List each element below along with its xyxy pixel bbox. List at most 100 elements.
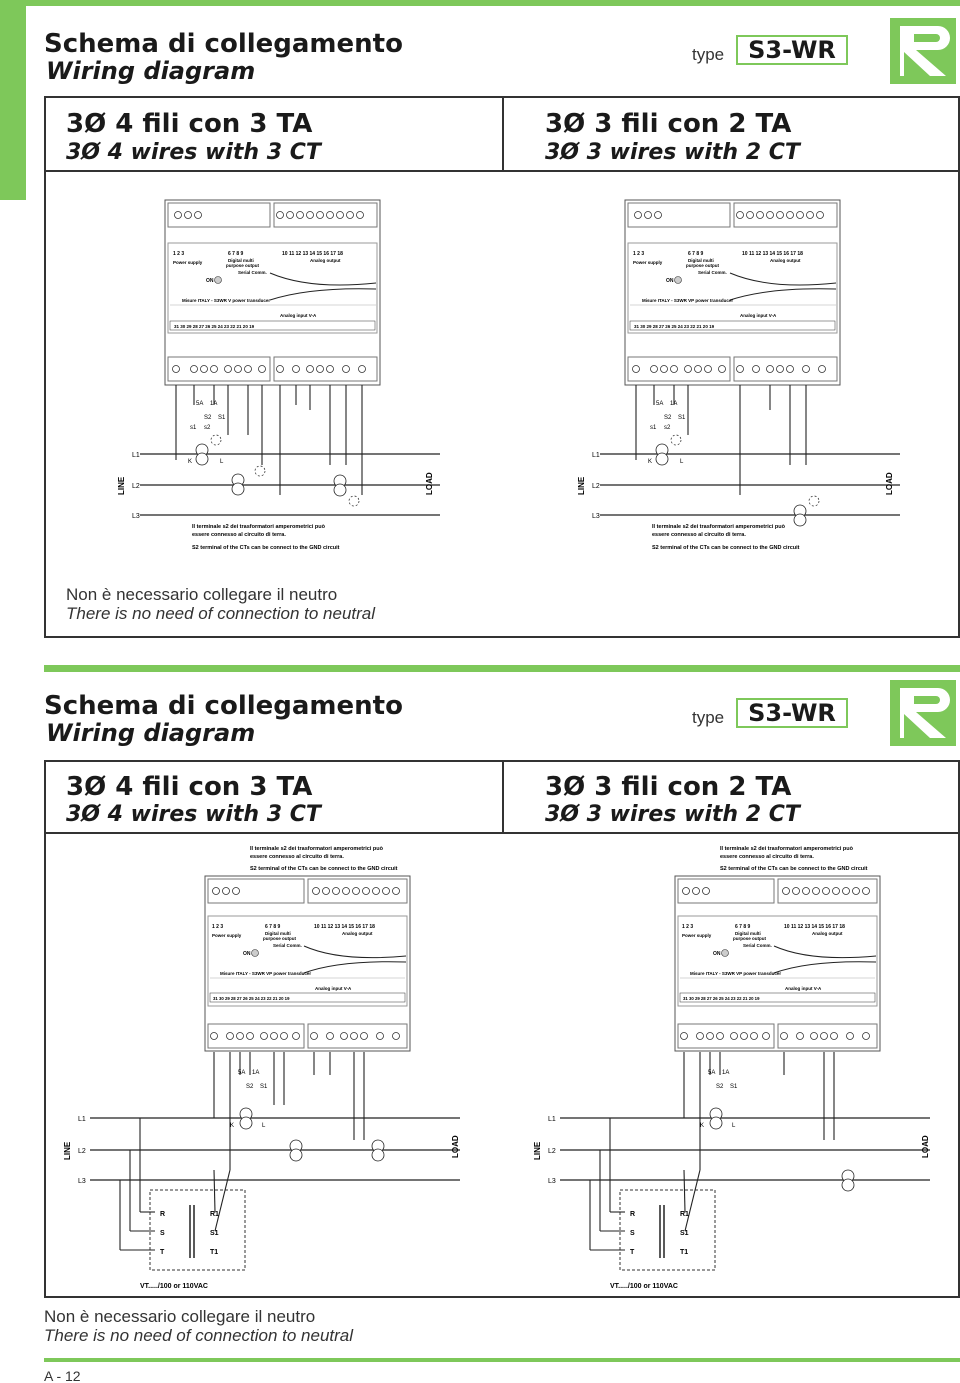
section1-left-heading: 3Ø 4 fili con 3 TA [66, 109, 313, 139]
dev3-l3: L3 [78, 1178, 86, 1185]
dev3-gnd-it-1: Il terminale s2 dei trasformatori ampero… [250, 846, 384, 852]
dev1-top-num-c: 10 11 12 13 14 15 16 17 18 [282, 251, 343, 257]
dev4-vt-r: R [630, 1211, 635, 1218]
dev4-gnd-it-1: Il terminale s2 dei trasformatori ampero… [720, 846, 854, 852]
dev4-l3: L3 [548, 1178, 556, 1185]
dev4-k: K [700, 1123, 704, 1129]
dev1-l2: L2 [132, 483, 140, 490]
dev4-vt-t1: T1 [680, 1249, 688, 1256]
dev4-l2: L2 [548, 1148, 556, 1155]
dev2-ct-s2: S2 [664, 415, 672, 421]
diagram-4wire-3ct-vt: Il terminale s2 dei trasformatori ampero… [63, 846, 460, 1290]
dev4-vt-t: T [630, 1249, 635, 1256]
dev2-load-label: LOAD [885, 472, 894, 495]
dev3-bottom-numbers: 31 30 29 28 27 26 25 24 23 22 21 20 19 [213, 996, 290, 1001]
dev1-gnd-it-2: essere connesso al circuito di terra. [192, 532, 286, 538]
dev2-l3: L3 [592, 513, 600, 520]
dev3-l2: L2 [78, 1148, 86, 1155]
section1-type-label: type [692, 45, 725, 64]
section2-column-divider [502, 760, 504, 833]
section1-note-it: Non è necessario collegare il neutro [66, 585, 338, 604]
dev2-top-num-a: 1 2 3 [633, 251, 644, 257]
dev3-digital-1: Digital multi [265, 931, 291, 936]
dev3-brand: Misure ITALY - S3WR VP power transducer [220, 971, 311, 976]
dev4-l1: L1 [548, 1116, 556, 1123]
dev1-ct-5a: 5A [196, 401, 203, 407]
dev3-top-num-b: 6 7 8 9 [265, 924, 281, 930]
dev2-ct-s1: S1 [678, 415, 686, 421]
dev1-l3: L3 [132, 513, 140, 520]
dev4-vt-s: S [630, 1230, 635, 1237]
section2-title-it: Schema di collegamento [44, 691, 403, 721]
dev1-l: L [220, 459, 224, 465]
dev3-vt-s: S [160, 1230, 165, 1237]
dev1-ct-lower-s2: s2 [204, 425, 211, 431]
dev3-l1: L1 [78, 1116, 86, 1123]
dev4-line-label: LINE [533, 1141, 542, 1160]
dev3-vt-s1: S1 [210, 1230, 219, 1237]
dev4-ct-5a: 5A [708, 1070, 715, 1076]
section2-right-subheading: 3Ø 3 wires with 2 CT [545, 802, 800, 827]
dev1-ct-lower-s1: s1 [190, 425, 197, 431]
dev3-ct-s1: S1 [260, 1084, 268, 1090]
dev1-ct-1a: 1A [210, 401, 217, 407]
dev3-top-num-c: 10 11 12 13 14 15 16 17 18 [314, 924, 375, 930]
dev2-power-supply: Power supply [633, 260, 663, 265]
dev2-gnd-en: S2 terminal of the CTs can be connect to… [652, 545, 800, 551]
dev2-k: K [648, 459, 652, 465]
dev1-analog-output: Analog output [310, 258, 341, 263]
dev4-top-num-b: 6 7 8 9 [735, 924, 751, 930]
dev2-ct-1a: 1A [670, 401, 677, 407]
dev2-digital-2: purpose output [686, 263, 719, 268]
dev2-ct-5a: 5A [656, 401, 663, 407]
section1-right-subheading: 3Ø 3 wires with 2 CT [545, 140, 800, 165]
diagram-3wire-2ct-vt: Il terminale s2 dei trasformatori ampero… [533, 846, 930, 1290]
dev1-analog-input: Analog input V-A [280, 313, 317, 318]
dev3-digital-2: purpose output [263, 936, 296, 941]
dev4-gnd-it-2: essere connesso al circuito di terra. [720, 854, 814, 860]
dev3-k: K [230, 1123, 234, 1129]
diagram-4wire-3ct: 1 2 3 6 7 8 9 10 11 12 13 14 15 16 17 18… [117, 199, 440, 551]
dev1-gnd-en: S2 terminal of the CTs can be connect to… [192, 545, 340, 551]
dev2-gnd-it-1: Il terminale s2 dei trasformatori ampero… [652, 524, 786, 530]
dev3-on: ON [243, 951, 251, 957]
dev4-analog-input: Analog input V-A [785, 986, 822, 991]
dev4-digital-2: purpose output [733, 936, 766, 941]
dev4-ct-s2: S2 [716, 1084, 724, 1090]
dev3-serial: Serial Comm. [273, 943, 302, 948]
dev2-on: ON [666, 278, 674, 284]
dev3-vt-r1: R1 [210, 1211, 219, 1218]
dev2-l2: L2 [592, 483, 600, 490]
dev2-gnd-it-2: essere connesso al circuito di terra. [652, 532, 746, 538]
dev4-brand: Misure ITALY - S3WR VP power transducer [690, 971, 781, 976]
dev4-serial: Serial Comm. [743, 943, 772, 948]
dev2-l: L [680, 459, 684, 465]
dev1-ct-s1: S1 [218, 415, 226, 421]
dev1-power-supply: Power supply [173, 260, 203, 265]
dev2-l1: L1 [592, 452, 600, 459]
dev4-digital-1: Digital multi [735, 931, 761, 936]
section1-model-box: S3-WR [736, 35, 848, 65]
section1-column-divider [502, 96, 504, 171]
dev4-load-label: LOAD [921, 1135, 930, 1158]
dev1-gnd-it-1: Il terminale s2 dei trasformatori ampero… [192, 524, 326, 530]
dev4-vt-label: VT...../100 or 110VAC [610, 1283, 678, 1290]
dev2-brand: Misure ITALY - S3WR VP power transducer [642, 298, 733, 303]
dev1-brand: Misure ITALY - S3WR V power transducer [182, 298, 270, 303]
section1-right-heading: 3Ø 3 fili con 2 TA [545, 109, 792, 139]
dev3-vt-label: VT...../100 or 110VAC [140, 1283, 208, 1290]
section1-left-subheading: 3Ø 4 wires with 3 CT [66, 140, 321, 165]
dev4-vt-r1: R1 [680, 1211, 689, 1218]
section1-title-it: Schema di collegamento [44, 29, 403, 59]
footer-green-rule [44, 1358, 960, 1362]
section1-note-en: There is no need of connection to neutra… [66, 604, 376, 623]
dev1-load-label: LOAD [425, 472, 434, 495]
rm-logo-icon-2 [890, 680, 956, 746]
dev3-load-label: LOAD [451, 1135, 460, 1158]
dev3-vt-r: R [160, 1211, 165, 1218]
dev3-line-label: LINE [63, 1141, 72, 1160]
section2-left-heading: 3Ø 4 fili con 3 TA [66, 772, 313, 802]
dev3-analog-output: Analog output [342, 931, 373, 936]
rm-logo-icon [890, 18, 956, 84]
dev1-line-label: LINE [117, 476, 126, 495]
